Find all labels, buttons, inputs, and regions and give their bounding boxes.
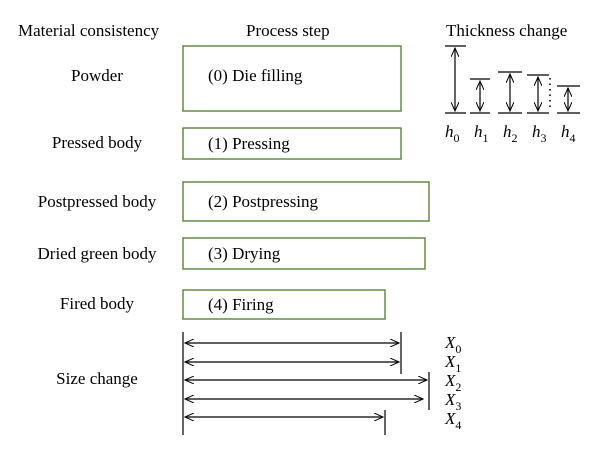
- size-label-x2: X2: [444, 371, 461, 394]
- size-change-label: Size change: [56, 369, 138, 388]
- thickness-label-h0: h0: [445, 122, 460, 145]
- step-box-firing: (4) Firing: [182, 289, 386, 320]
- thickness-label-h2: h2: [503, 122, 518, 145]
- material-label-postpressed-body: Postpressed body: [38, 192, 157, 211]
- thickness-label-h4: h4: [561, 122, 576, 145]
- header-process-step: Process step: [246, 21, 330, 40]
- step-label-firing: (4) Firing: [208, 295, 274, 314]
- step-box-pressing: (1) Pressing: [182, 127, 402, 160]
- size-label-x1: X1: [444, 352, 461, 375]
- step-box-postpressing: (2) Postpressing: [182, 181, 430, 222]
- step-box-drying: (3) Drying: [182, 237, 426, 270]
- size-label-x4: X4: [444, 409, 461, 432]
- thickness-labels: h0 h1 h2 h3 h4: [445, 122, 576, 145]
- step-label-pressing: (1) Pressing: [208, 134, 290, 153]
- thickness-arrows: [445, 45, 580, 114]
- header-material-consistency: Material consistency: [18, 21, 160, 40]
- material-label-fired-body: Fired body: [60, 294, 135, 313]
- step-label-die-filling: (0) Die filling: [208, 66, 303, 85]
- material-label-powder: Powder: [71, 66, 123, 85]
- header-thickness-change: Thickness change: [446, 21, 567, 40]
- thickness-label-h3: h3: [532, 122, 547, 145]
- size-label-x3: X3: [444, 390, 461, 413]
- size-labels: X0 X1 X2 X3 X4: [444, 333, 461, 432]
- step-box-die-filling: (0) Die filling: [182, 45, 402, 112]
- material-label-dried-green-body: Dried green body: [38, 244, 157, 263]
- step-label-postpressing: (2) Postpressing: [208, 192, 319, 211]
- size-label-x0: X0: [444, 333, 461, 356]
- step-label-drying: (3) Drying: [208, 244, 281, 263]
- size-change-arrows: [182, 332, 430, 435]
- material-label-pressed-body: Pressed body: [52, 133, 143, 152]
- thickness-label-h1: h1: [474, 122, 489, 145]
